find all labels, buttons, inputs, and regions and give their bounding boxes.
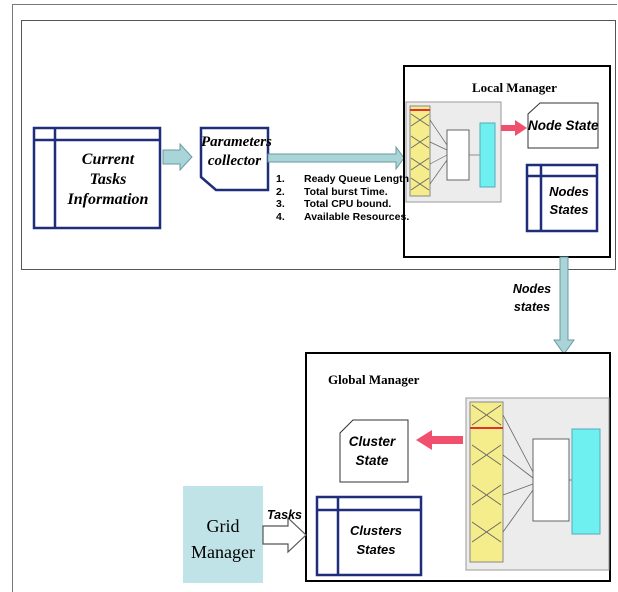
local-fuzzy-system bbox=[405, 101, 502, 203]
global-manager-title: Global Manager bbox=[328, 372, 420, 387]
parameters-collector-label: Parameters collector bbox=[201, 134, 272, 169]
collector-to-local-arrow bbox=[267, 145, 405, 171]
tasks-arrow bbox=[262, 516, 307, 554]
grid-manager-label: Grid Manager bbox=[191, 516, 255, 562]
tasks-to-collector-arrow bbox=[162, 142, 193, 172]
clusters-states-label: Clusters States bbox=[349, 523, 403, 557]
parameters-list: 1.Ready Queue Length 2.Total burst Time.… bbox=[276, 173, 409, 223]
nodes-states-arrow-label: Nodes states bbox=[512, 282, 552, 314]
clusters-states-table bbox=[315, 495, 423, 577]
global-fuzzy-system bbox=[465, 397, 610, 571]
parameter-item: 4.Available Resources. bbox=[276, 210, 410, 223]
cluster-state-label: Cluster State bbox=[348, 434, 396, 468]
grid-manager-block bbox=[183, 486, 263, 583]
current-tasks-table bbox=[32, 126, 162, 230]
page-frame bbox=[12, 4, 617, 592]
parameter-item: 1.Ready Queue Length bbox=[276, 173, 410, 185]
cluster-state-shape bbox=[339, 419, 409, 483]
nodes-states-table bbox=[525, 163, 599, 233]
parameter-item: 3.Total CPU bound. bbox=[276, 198, 392, 210]
node-state-label: Node State bbox=[528, 118, 599, 133]
global-red-arrow bbox=[416, 430, 463, 450]
local-manager-title: Local Manager bbox=[472, 80, 557, 95]
node-state-shape bbox=[527, 102, 599, 149]
local-red-arrow bbox=[501, 120, 527, 136]
parameters-collector-shape bbox=[199, 126, 270, 192]
current-tasks-label: Current Tasks Information bbox=[67, 151, 149, 208]
nodes-states-label: Nodes States bbox=[549, 184, 589, 217]
tasks-label: Tasks bbox=[267, 508, 302, 522]
parameter-item: 2.Total burst Time. bbox=[276, 185, 388, 198]
nodes-states-arrow bbox=[553, 256, 575, 355]
